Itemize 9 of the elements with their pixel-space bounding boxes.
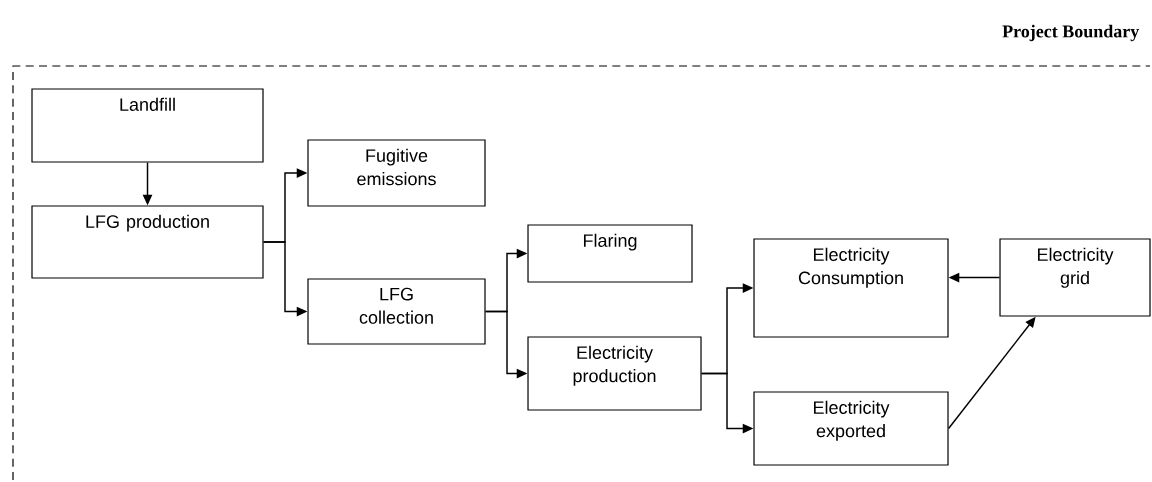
process-box: Landfill — [31, 88, 264, 163]
process-box: LFG collection — [307, 278, 486, 345]
process-box: LFG production — [31, 205, 264, 279]
process-box: Electricity exported — [753, 391, 949, 466]
process-box: Electricity Consumption — [753, 238, 949, 338]
process-box: Fugitive emissions — [307, 139, 486, 207]
process-box: Electricity production — [527, 336, 702, 411]
process-box: Flaring — [527, 224, 693, 283]
process-box: Electricity grid — [999, 238, 1151, 317]
